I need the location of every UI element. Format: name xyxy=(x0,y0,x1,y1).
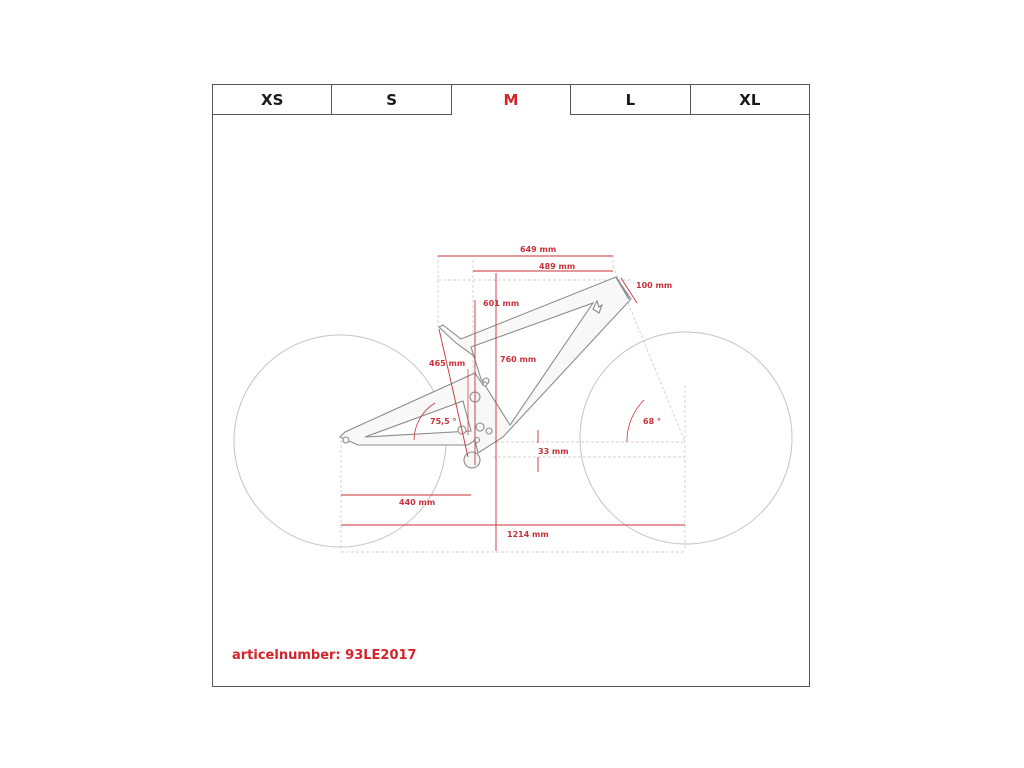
stack-label: 601 mm xyxy=(483,299,519,308)
head-angle-label: 68 ° xyxy=(643,417,661,426)
tab-size-s[interactable]: S xyxy=(332,85,452,115)
article-number: articelnumber: 93LE2017 xyxy=(232,648,417,663)
standover-label: 760 mm xyxy=(500,355,536,364)
wheelbase-label: 1214 mm xyxy=(507,530,549,539)
bike-frame xyxy=(339,276,632,469)
tab-size-m[interactable]: M xyxy=(452,85,572,115)
effective-top-tube-label: 649 mm xyxy=(520,245,556,254)
bb-drop-label: 33 mm xyxy=(538,447,569,456)
geometry-panel: 649 mm 489 mm 100 mm 601 mm 760 mm 465 m… xyxy=(212,84,810,687)
tab-size-l[interactable]: L xyxy=(571,85,691,115)
tab-size-xs[interactable]: XS xyxy=(213,85,333,115)
front-wheel xyxy=(579,331,793,545)
tab-size-xl[interactable]: XL xyxy=(690,85,810,115)
reach-label: 489 mm xyxy=(539,262,575,271)
seat-tube-label: 465 mm xyxy=(429,359,465,368)
seat-angle-label: 75,5 ° xyxy=(430,417,457,426)
dimension-lines xyxy=(341,255,685,551)
chainstay-label: 440 mm xyxy=(399,498,435,507)
size-tabs: XS S M L XL xyxy=(213,85,810,115)
geometry-diagram: 649 mm 489 mm 100 mm 601 mm 760 mm 465 m… xyxy=(233,245,793,553)
head-tube-label: 100 mm xyxy=(636,281,672,290)
